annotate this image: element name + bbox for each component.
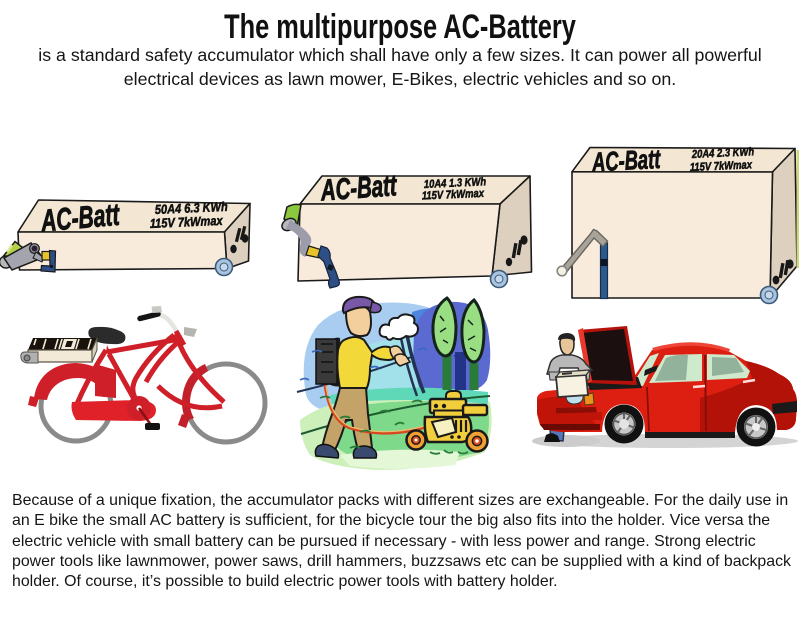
svg-text:115V 7kWmax: 115V 7kWmax <box>149 213 224 231</box>
svg-text:115V 7kWmax: 115V 7kWmax <box>690 158 754 174</box>
svg-text:115V 7kWmax: 115V 7kWmax <box>422 187 486 203</box>
svg-text:AC-Batt: AC-Batt <box>590 143 662 177</box>
svg-text:20A4 2.3 KWh: 20A4 2.3 KWh <box>691 145 755 161</box>
svg-text:AC-Batt: AC-Batt <box>319 169 399 207</box>
svg-text:50A4 6.3 KWh: 50A4 6.3 KWh <box>154 199 228 217</box>
svg-text:AC-Batt: AC-Batt <box>39 197 122 239</box>
svg-text:10A4 1.3 KWh: 10A4 1.3 KWh <box>424 175 487 191</box>
